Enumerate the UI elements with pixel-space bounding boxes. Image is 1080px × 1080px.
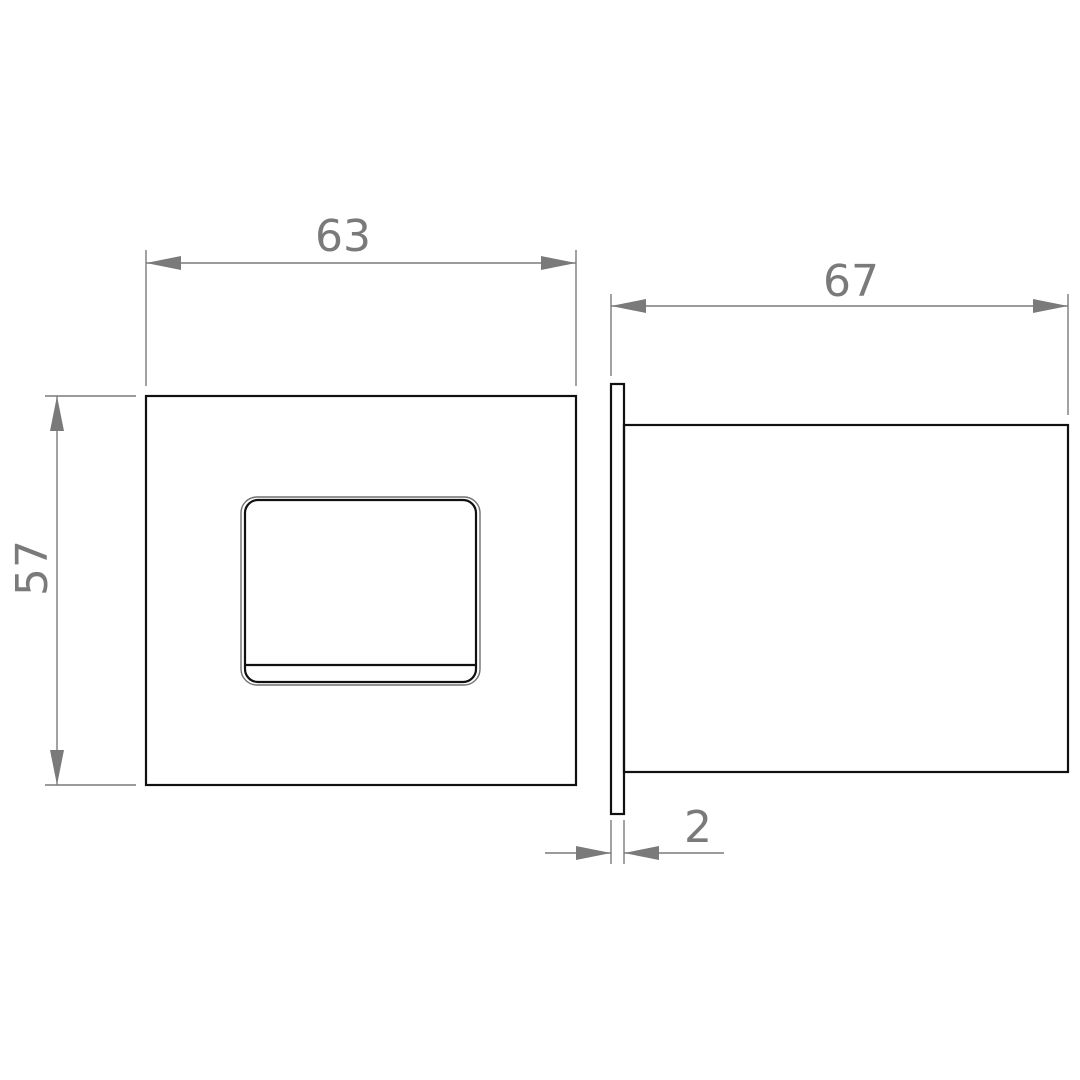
width-arrow-right bbox=[541, 256, 576, 270]
width-dimension-label: 63 bbox=[315, 211, 371, 262]
width-dimension: 63 bbox=[145, 211, 577, 386]
body-cylinder bbox=[622, 423, 1070, 774]
depth-dimension: 67 bbox=[610, 256, 1069, 415]
height-dimension-label: 57 bbox=[7, 540, 58, 596]
front-plate bbox=[144, 394, 578, 787]
flange bbox=[609, 382, 626, 816]
depth-arrow-left bbox=[611, 299, 646, 313]
flange-arrow-right bbox=[624, 846, 659, 860]
flange-thickness-label: 2 bbox=[684, 802, 712, 853]
front-view bbox=[144, 394, 578, 787]
flange-arrow-left bbox=[576, 846, 611, 860]
depth-dimension-label: 67 bbox=[823, 256, 879, 307]
height-arrow-bottom bbox=[50, 750, 64, 785]
height-dimension: 57 bbox=[7, 395, 136, 786]
button-face bbox=[243, 498, 478, 684]
side-view bbox=[609, 382, 1070, 816]
flange-thickness-dimension: 2 bbox=[545, 802, 724, 864]
height-arrow-top bbox=[50, 396, 64, 431]
width-arrow-left bbox=[146, 256, 181, 270]
depth-arrow-right bbox=[1033, 299, 1068, 313]
button-outer-outline bbox=[240, 496, 481, 686]
